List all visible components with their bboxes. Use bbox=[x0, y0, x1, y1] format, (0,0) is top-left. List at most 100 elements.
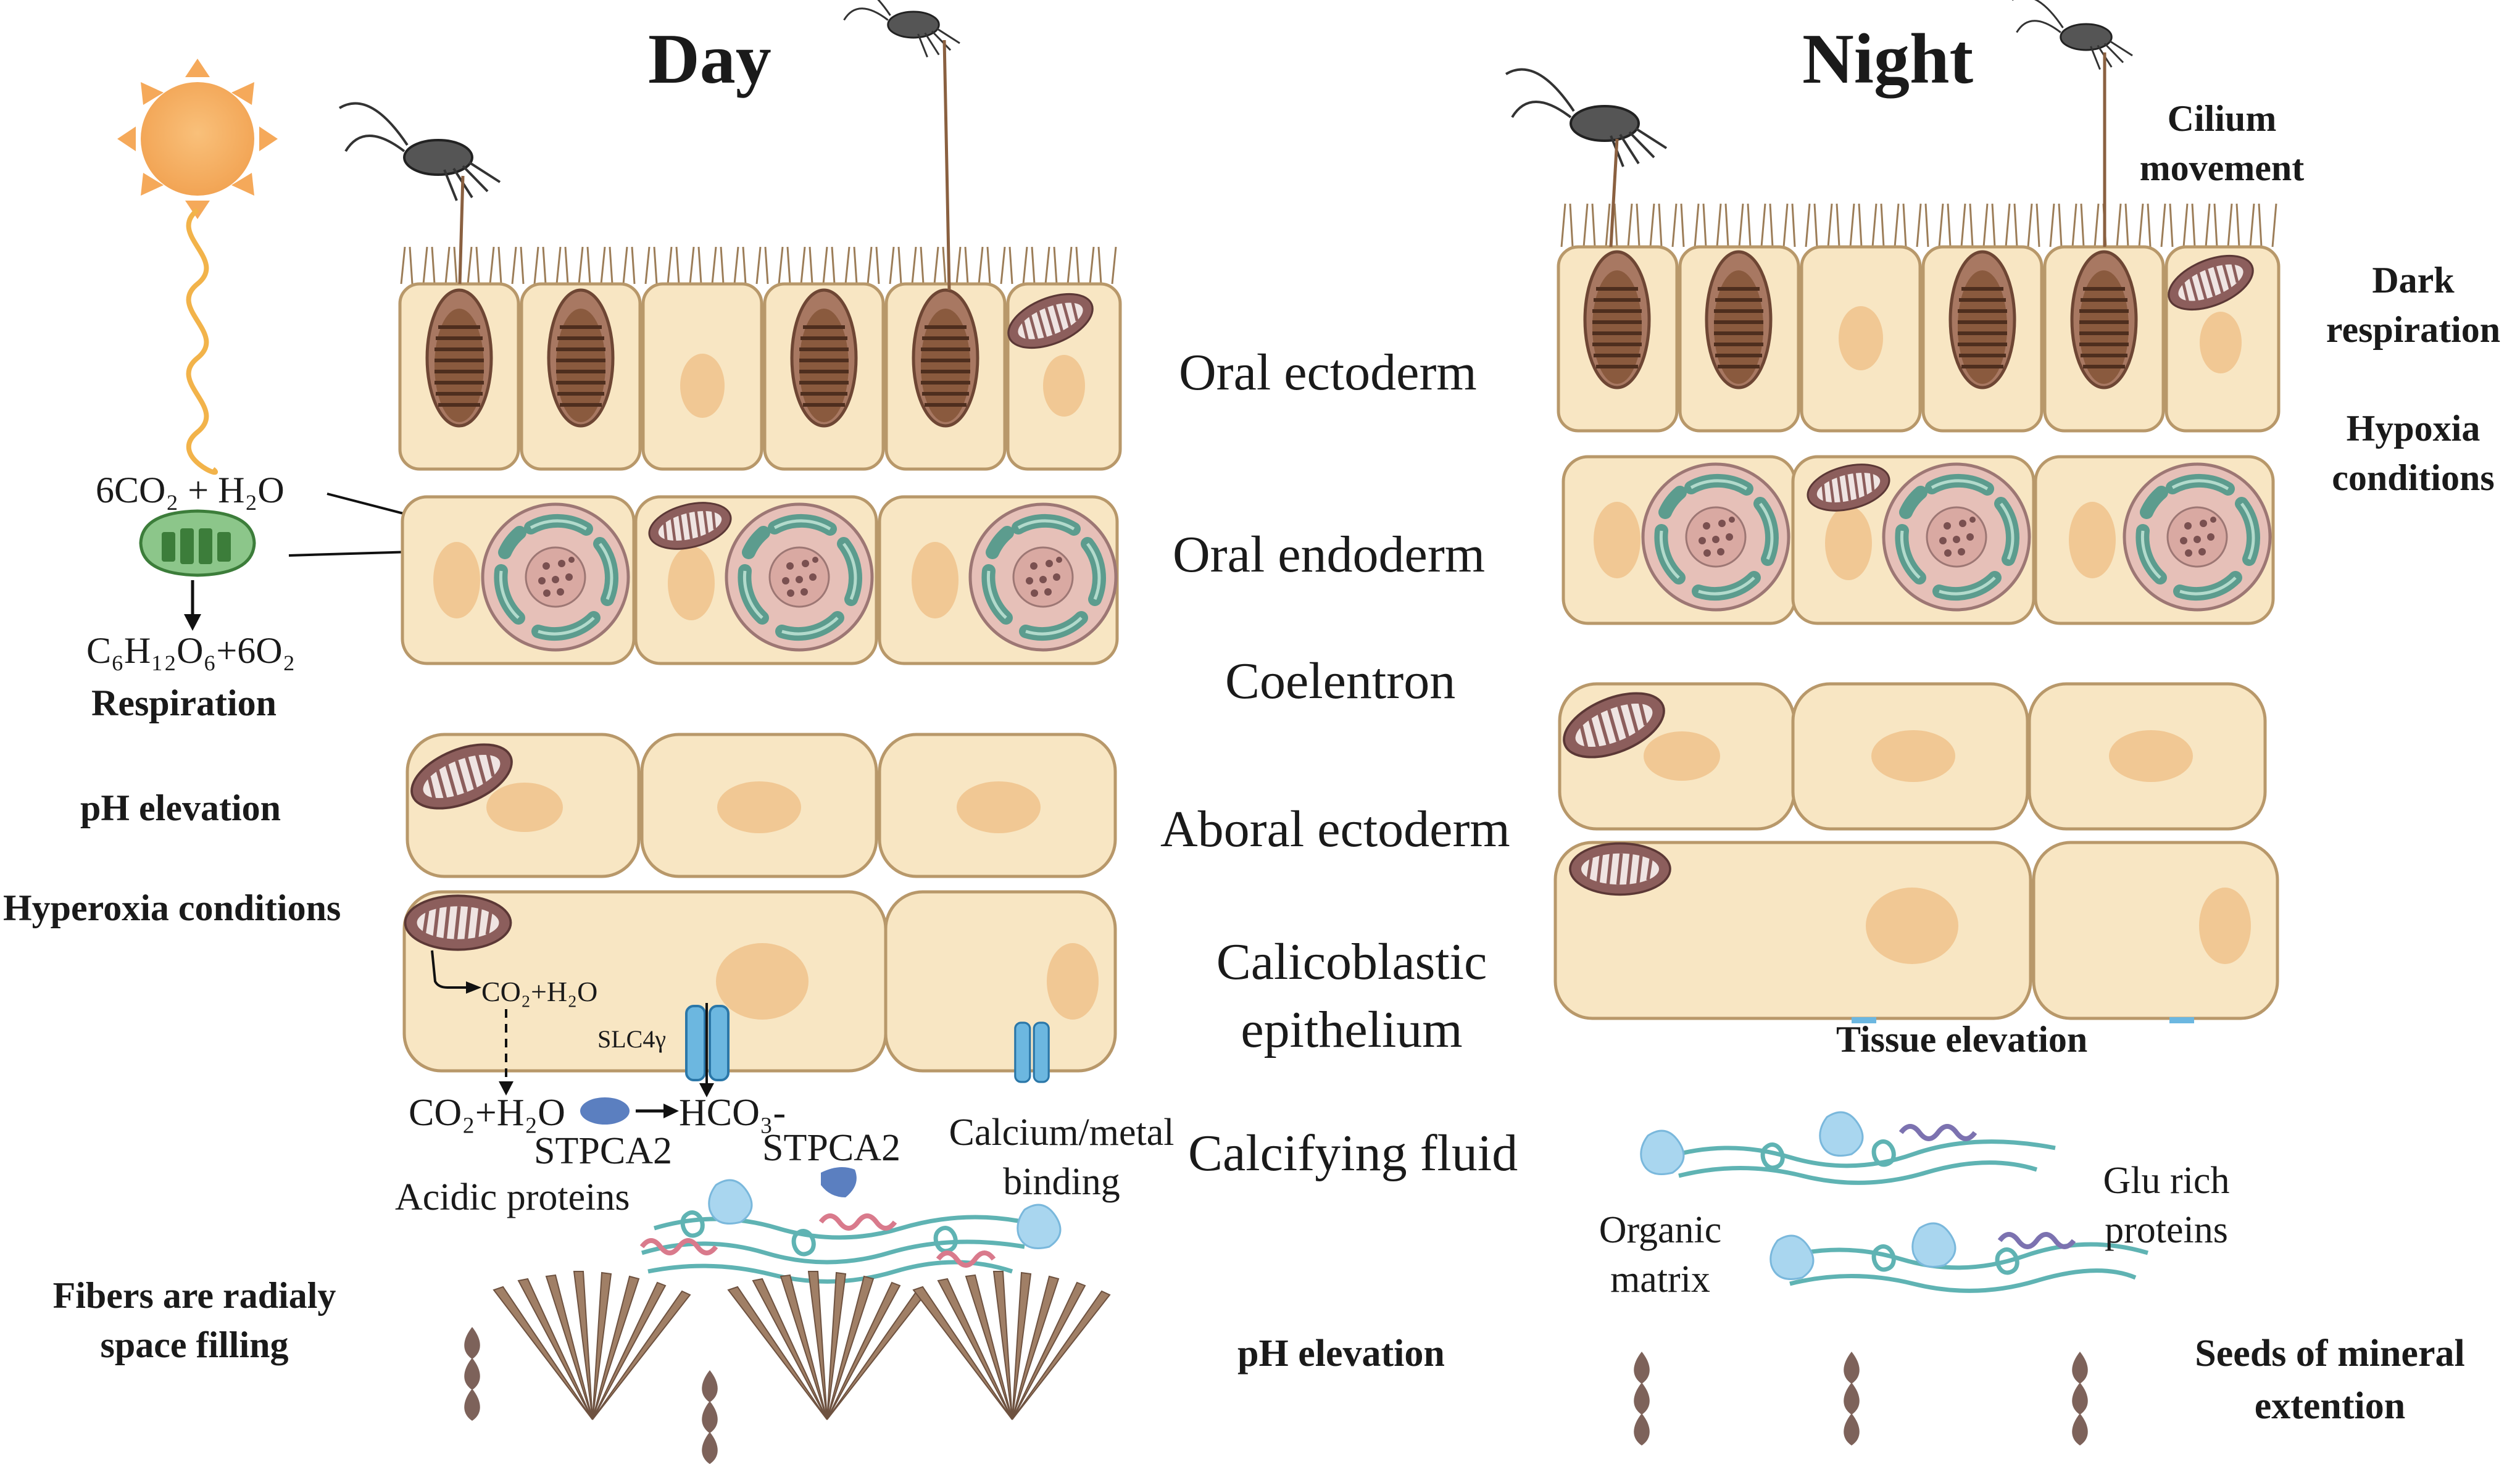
aragonite-fibers-day bbox=[493, 1271, 1111, 1420]
cilium-label-line2: movement bbox=[2139, 148, 2305, 188]
layer-label-oral-ectoderm: Oral ectoderm bbox=[1179, 344, 1477, 401]
dark-respiration-line2: respiration bbox=[2326, 309, 2501, 350]
night-title: Night bbox=[1802, 20, 1974, 99]
organic-matrix-label-line1: Organic bbox=[1599, 1209, 1722, 1251]
organic-matrix-label-line2: matrix bbox=[1610, 1258, 1710, 1300]
zooplankton-icon bbox=[1505, 68, 1668, 168]
glu-rich-label-line1: Glu rich bbox=[2103, 1160, 2230, 1202]
glu-rich-label-line2: proteins bbox=[2105, 1209, 2228, 1251]
nucleus-icon bbox=[433, 542, 480, 618]
hypoxia-line1: Hypoxia bbox=[2346, 408, 2480, 449]
seeds-label-line2: extention bbox=[2254, 1385, 2406, 1427]
cilium-label-line1: Cilium bbox=[2167, 98, 2277, 139]
glu-rich-proteins-icon bbox=[1898, 1124, 2076, 1249]
transporter-icon bbox=[1852, 1017, 1876, 1023]
nucleus-icon bbox=[680, 354, 725, 418]
symbiont-icon bbox=[483, 504, 628, 650]
slc4-label: SLC4γ bbox=[597, 1025, 667, 1053]
symbiont-icon bbox=[726, 504, 872, 650]
stpca2-label-a: STPCA2 bbox=[534, 1130, 672, 1172]
cnidocyte-icon bbox=[2072, 252, 2136, 388]
nucleus-icon bbox=[2069, 502, 2116, 578]
layer-label-calcifying-fluid: Calcifying fluid bbox=[1188, 1125, 1518, 1182]
cnidocyte-icon bbox=[913, 290, 978, 426]
fibers-label-line2: space filling bbox=[100, 1325, 289, 1365]
layer-label-aboral-ectoderm: Aboral ectoderm bbox=[1160, 801, 1510, 858]
layer-label-ph-elevation: pH elevation bbox=[1237, 1333, 1445, 1375]
fluid-reaction-left: CO₂+H₂O bbox=[409, 1092, 565, 1134]
zooplankton-icon bbox=[2011, 0, 2134, 70]
nucleus-icon bbox=[2200, 312, 2242, 373]
symbiont-icon bbox=[970, 504, 1116, 650]
nucleus-icon bbox=[1871, 730, 1955, 782]
calcium-binding-protein-icon bbox=[1640, 1111, 1957, 1280]
nucleus-icon bbox=[957, 781, 1041, 833]
respiration-label: Respiration bbox=[91, 683, 277, 723]
fibers-label-line1: Fibers are radialy bbox=[52, 1275, 336, 1316]
photosynthesis-output: C₆H₁₂O₆+6O₂ bbox=[86, 630, 296, 671]
layer-label-epithelium: epithelium bbox=[1241, 1001, 1463, 1058]
cilia-day bbox=[400, 246, 1117, 285]
stpca2-enzyme-icon bbox=[580, 1097, 630, 1125]
layer-label-coelentron: Coelentron bbox=[1225, 652, 1456, 710]
cnidocyte-icon bbox=[1707, 252, 1771, 388]
chloroplast-icon bbox=[139, 509, 256, 577]
ph-elevation-label: pH elevation bbox=[80, 788, 281, 828]
calicoblastic-night bbox=[1553, 841, 2279, 1020]
nucleus-icon bbox=[1839, 306, 1883, 370]
light-wave bbox=[186, 207, 218, 475]
cnidocyte-icon bbox=[549, 290, 613, 426]
nucleus-icon bbox=[717, 781, 801, 833]
layer-label-oral-endoderm: Oral endoderm bbox=[1173, 526, 1486, 583]
calcium-binding-label-line2: binding bbox=[1003, 1161, 1120, 1203]
tissue-elevation-label: Tissue elevation bbox=[1836, 1019, 2088, 1060]
mineral-seeds-night bbox=[1634, 1352, 2088, 1445]
nucleus-icon bbox=[1866, 888, 1958, 964]
zooplankton-icon bbox=[838, 0, 961, 58]
acidic-proteins-label: Acidic proteins bbox=[395, 1176, 630, 1218]
acidic-proteins-icon bbox=[639, 1213, 996, 1268]
nucleus-icon bbox=[486, 783, 563, 832]
symbiont-icon bbox=[1884, 464, 2029, 610]
calicoblastic-day bbox=[402, 890, 1117, 1073]
hyperoxia-label: Hyperoxia conditions bbox=[3, 888, 341, 928]
calcium-binding-protein-icon bbox=[708, 1179, 1062, 1249]
day-title: Day bbox=[648, 20, 771, 99]
nucleus-icon bbox=[1644, 731, 1720, 781]
symbiont-icon bbox=[2124, 464, 2270, 610]
stpca2-enzyme-icon bbox=[821, 1167, 857, 1197]
dark-respiration-line1: Dark bbox=[2372, 260, 2455, 301]
nucleus-icon bbox=[716, 943, 809, 1020]
mito-co2-output: CO₂+H₂O bbox=[481, 976, 598, 1007]
calcium-binding-label-line1: Calcium/metal bbox=[949, 1112, 1175, 1154]
oral-ectoderm-night bbox=[1557, 245, 2281, 433]
fluid-reaction-right: HCO₃- bbox=[679, 1092, 786, 1134]
oral-ectoderm-day bbox=[398, 282, 1122, 471]
photosynthesis-input: 6CO₂ + H₂O bbox=[96, 470, 285, 510]
symbiont-icon bbox=[1643, 464, 1789, 610]
nucleus-icon bbox=[1825, 506, 1872, 580]
stpca2-label-b: STPCA2 bbox=[762, 1127, 900, 1169]
mitochondrion-icon bbox=[405, 896, 511, 949]
cnidocyte-icon bbox=[1950, 252, 2015, 388]
nucleus-icon bbox=[1047, 943, 1099, 1020]
seeds-label-line1: Seeds of mineral bbox=[2195, 1333, 2465, 1375]
nucleus-icon bbox=[1594, 502, 1640, 578]
transporter-icon bbox=[2169, 1017, 2194, 1023]
nucleus-icon bbox=[1043, 355, 1085, 417]
nucleus-icon bbox=[2109, 730, 2193, 782]
nucleus-icon bbox=[912, 542, 959, 618]
zooplankton-icon bbox=[338, 102, 501, 202]
hypoxia-line2: conditions bbox=[2332, 457, 2495, 498]
nucleus-icon bbox=[668, 546, 715, 620]
cnidocyte-icon bbox=[1585, 252, 1649, 388]
sun-icon bbox=[117, 59, 278, 219]
cnidocyte-icon bbox=[427, 290, 491, 426]
nucleus-icon bbox=[2199, 888, 2251, 964]
layer-label-calicoblastic: Calicoblastic bbox=[1216, 933, 1487, 991]
mitochondrion-icon bbox=[1570, 844, 1670, 895]
cnidocyte-icon bbox=[792, 290, 856, 426]
cilia-night bbox=[1560, 203, 2277, 247]
